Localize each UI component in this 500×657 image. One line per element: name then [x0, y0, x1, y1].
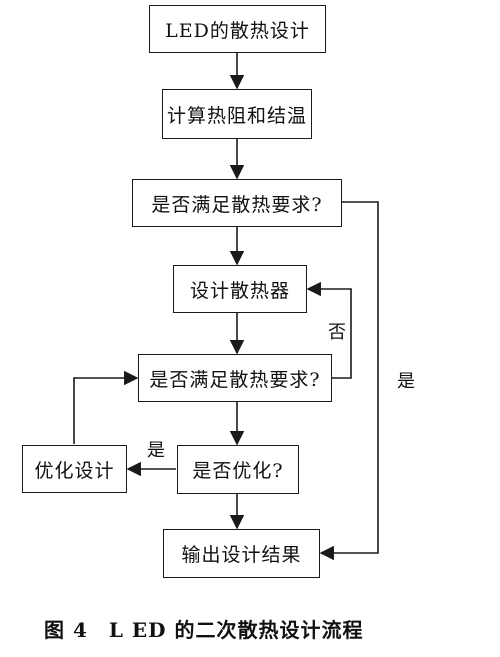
- node-calc-label: 计算热阻和结温: [166, 104, 307, 127]
- edge-label-no: 否: [328, 322, 346, 343]
- node-optimize-q: 是否优化?: [177, 445, 299, 494]
- node-optimize: 优化设计: [22, 445, 127, 493]
- node-output: 输出设计结果: [163, 529, 320, 578]
- figure-caption: 图 4 L ED 的二次散热设计流程: [44, 618, 364, 642]
- node-optimize-label: 优化设计: [34, 459, 115, 482]
- arrow-check1-yes-to-output: [319, 201, 379, 561]
- node-design-heatsink-label: 设计散热器: [189, 279, 290, 302]
- node-start: LED的散热设计: [149, 5, 326, 53]
- node-check1: 是否满足散热要求?: [132, 179, 342, 227]
- node-check1-label: 是否满足散热要求?: [151, 193, 323, 216]
- node-start-label: LED的散热设计: [165, 19, 310, 42]
- edge-label-yes-output: 是: [397, 371, 415, 392]
- node-check2: 是否满足散热要求?: [138, 354, 332, 402]
- node-output-label: 输出设计结果: [181, 544, 302, 566]
- node-check2-label: 是否满足散热要求?: [149, 368, 321, 391]
- node-design-heatsink: 设计散热器: [173, 265, 307, 313]
- arrow-check2-no-loop: [306, 281, 352, 379]
- node-calc: 计算热阻和结温: [162, 89, 312, 139]
- edge-label-yes-optimize: 是: [147, 440, 165, 461]
- node-optimize-q-label: 是否优化?: [192, 460, 284, 482]
- arrow-optimize-loop: [73, 370, 139, 444]
